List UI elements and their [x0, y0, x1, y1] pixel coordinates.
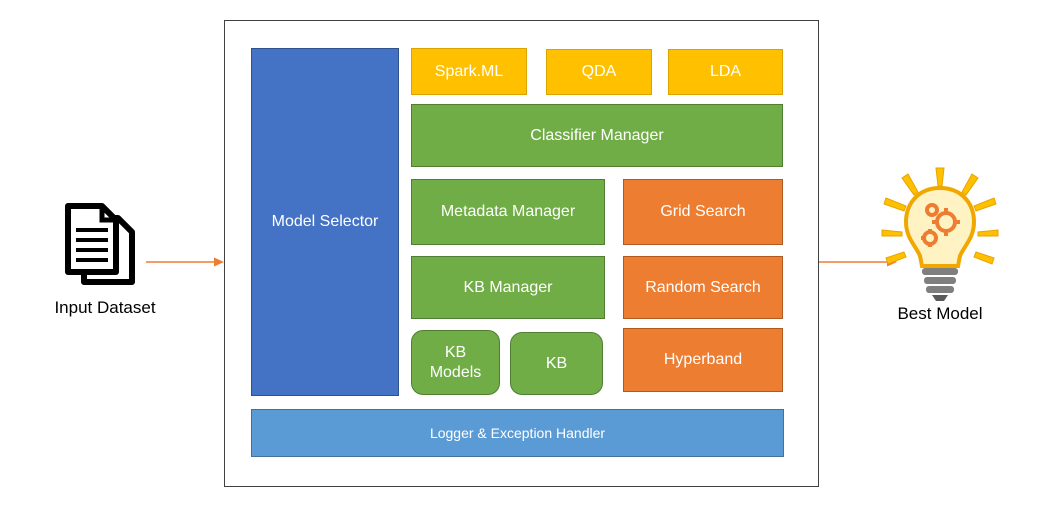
best-model-label: Best Model [897, 304, 983, 323]
documents-icon [58, 198, 150, 288]
grid-search-block: Grid Search [623, 179, 783, 245]
classifier-manager-block: Classifier Manager [411, 104, 783, 167]
classifier-manager-label: Classifier Manager [530, 126, 664, 144]
hyperband-label: Hyperband [663, 351, 743, 368]
qda-label: QDA [581, 63, 617, 80]
lda-label: LDA [709, 63, 742, 80]
qda-block: QDA [546, 49, 652, 95]
model-selector-label: Model Selector [271, 213, 379, 230]
input-arrow [146, 257, 224, 267]
model-selector-block: Model Selector [251, 48, 399, 396]
logger-label: Logger & Exception Handler [429, 425, 606, 441]
random-search-block: Random Search [623, 256, 783, 319]
lightbulb-gears-icon [880, 166, 1000, 302]
kb-manager-label: KB Manager [463, 278, 553, 296]
spark-ml-block: Spark.ML [411, 48, 527, 95]
kb-models-block: KB Models [411, 330, 500, 395]
grid-search-label: Grid Search [660, 203, 746, 220]
random-search-label: Random Search [645, 278, 761, 296]
input-dataset-label: Input Dataset [54, 298, 156, 317]
hyperband-block: Hyperband [623, 328, 783, 392]
kb-manager-block: KB Manager [411, 256, 605, 319]
kb-block: KB [510, 332, 603, 395]
kb-label: KB [545, 354, 568, 372]
kb-models-label: KB Models [429, 343, 482, 381]
metadata-manager-label: Metadata Manager [440, 203, 576, 220]
logger-exception-handler-block: Logger & Exception Handler [251, 409, 784, 457]
metadata-manager-block: Metadata Manager [411, 179, 605, 245]
spark-ml-label: Spark.ML [434, 62, 504, 80]
lda-block: LDA [668, 49, 783, 95]
